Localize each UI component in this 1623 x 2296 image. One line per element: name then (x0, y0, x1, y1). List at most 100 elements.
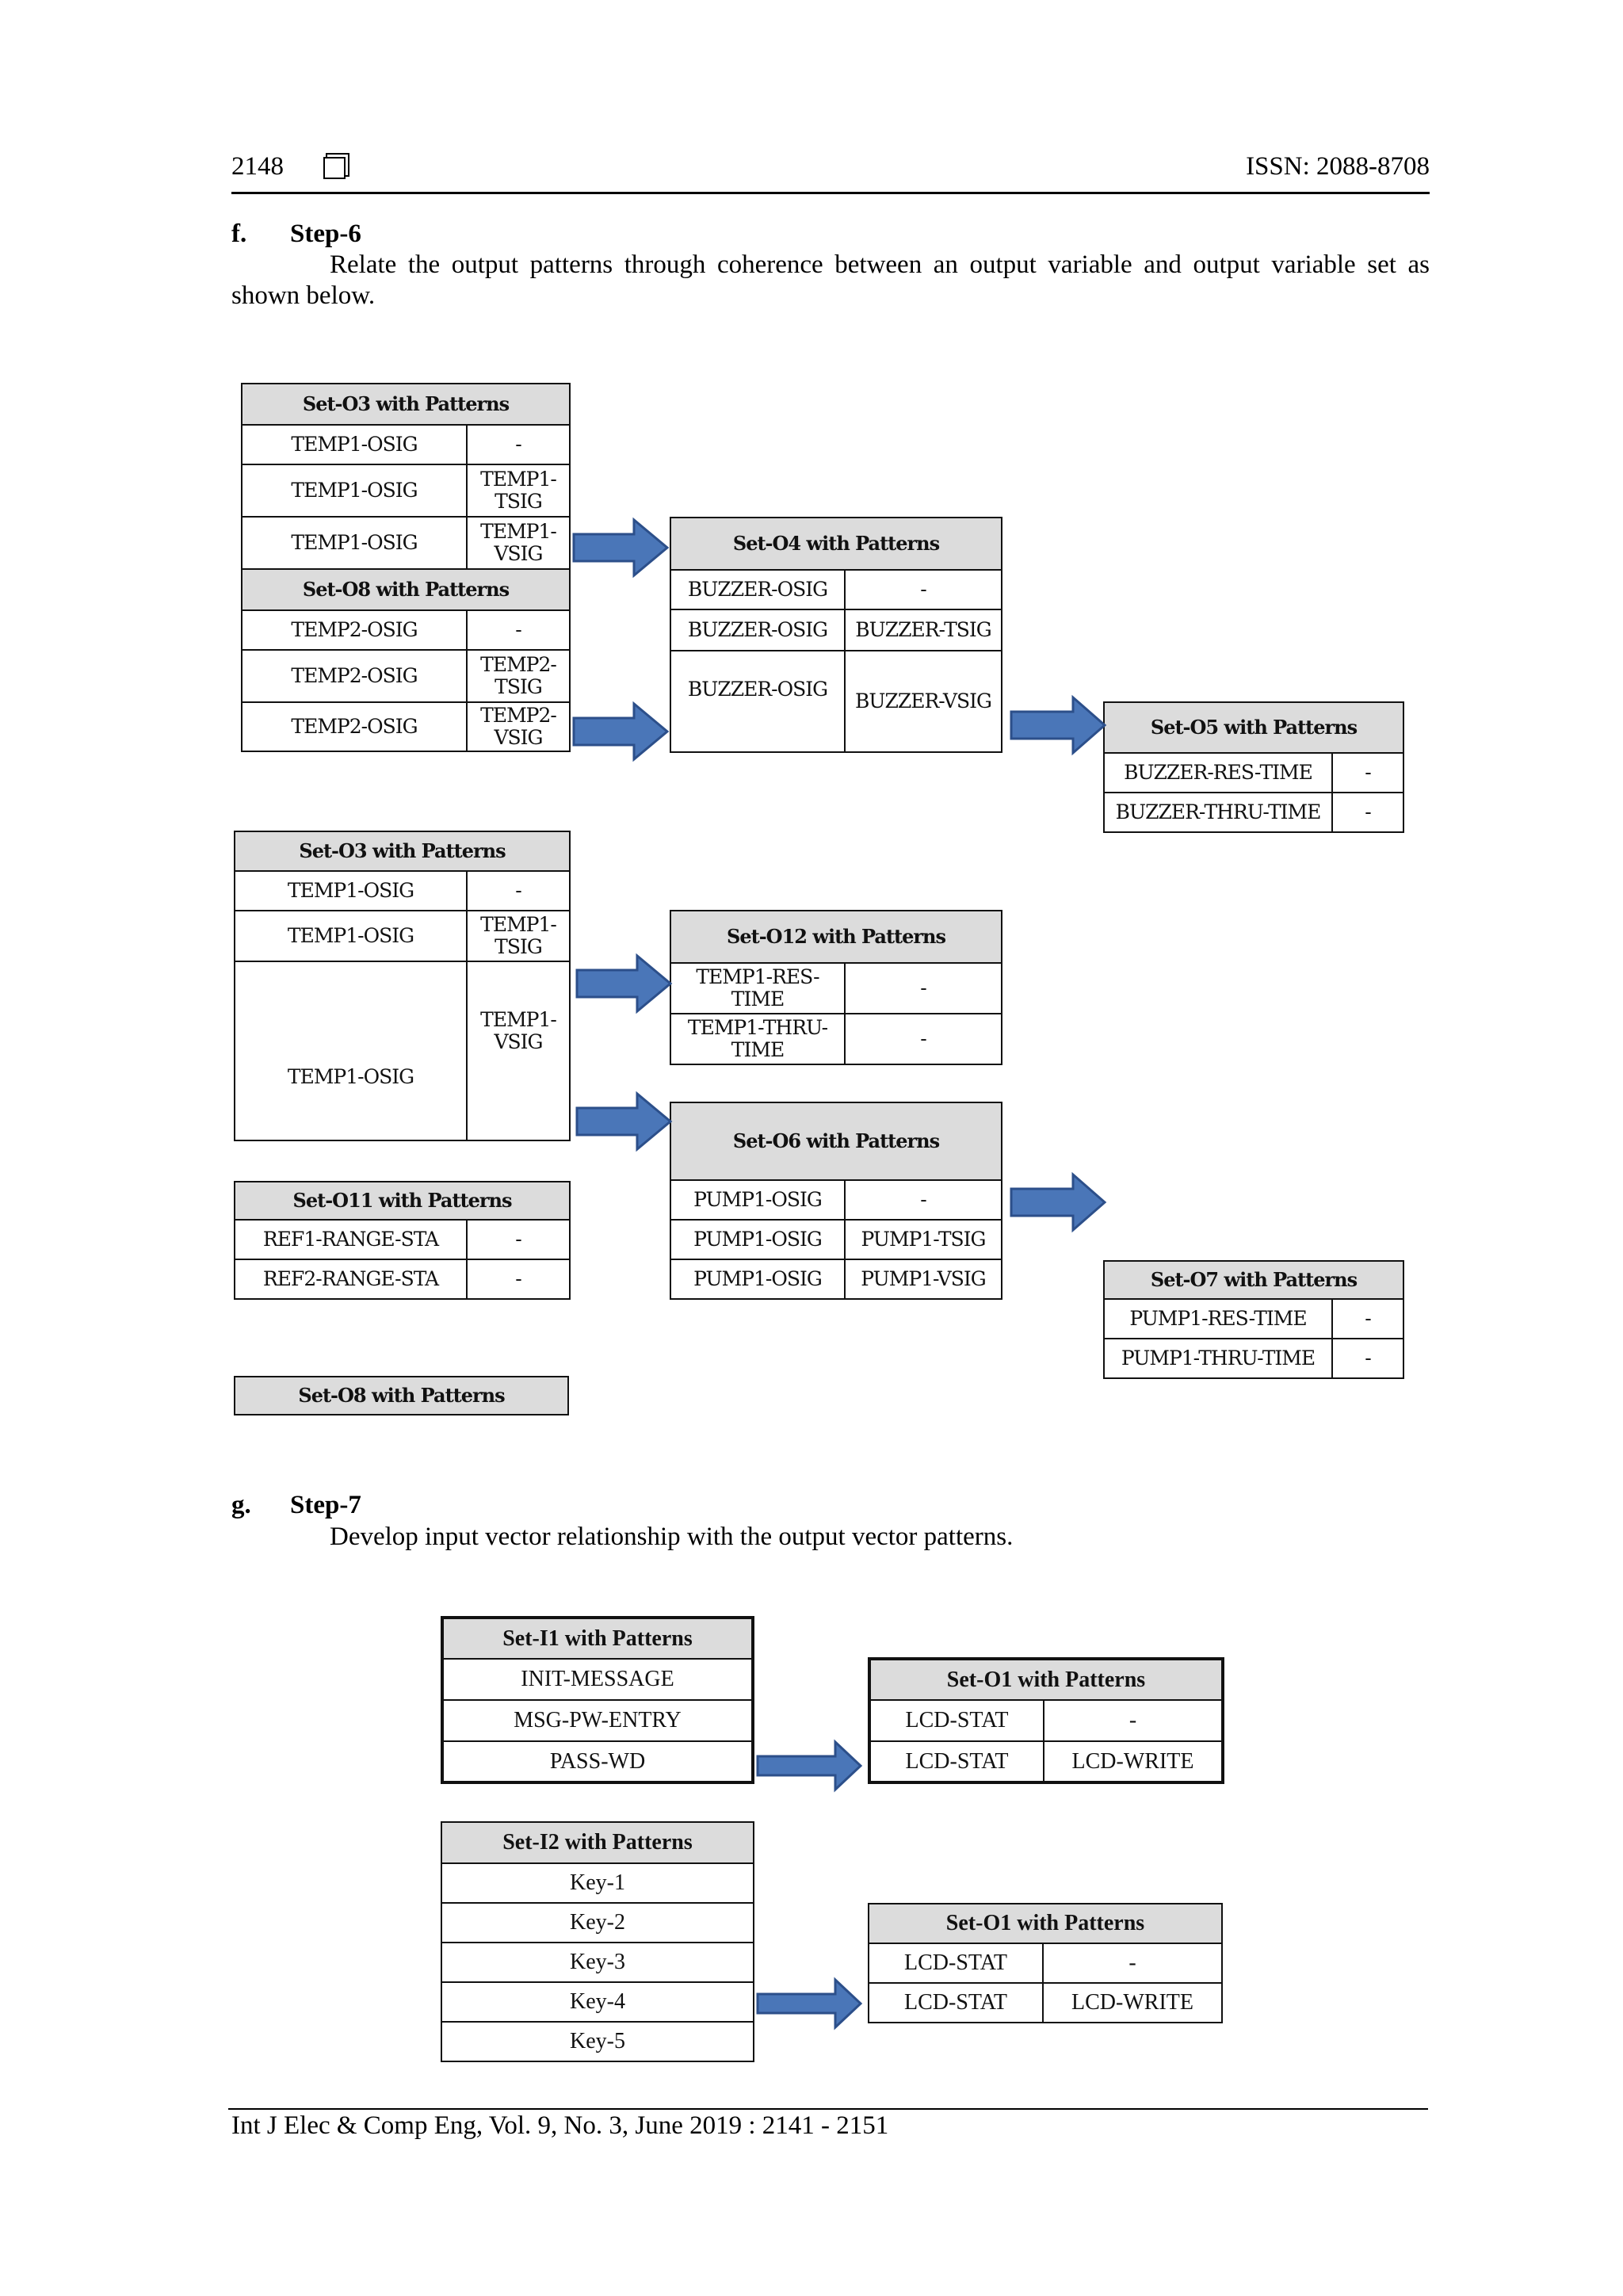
table-cell: PUMP1-RES-TIME (1103, 1298, 1333, 1339)
table-title: Set-O5 with Patterns (1103, 701, 1404, 754)
arrow-shape (575, 953, 673, 1014)
set-o7-table: Set-O7 with Patterns PUMP1-RES-TIME- PUM… (1103, 1260, 1404, 1379)
table-cell: - (466, 424, 571, 465)
table-cell: PASS-WD (441, 1740, 754, 1783)
table-cell: PUMP1-OSIG (670, 1259, 846, 1300)
table-cell: LCD-STAT (868, 1982, 1044, 2023)
table-cell: - (843, 962, 1003, 1014)
table-cell: TEMP1-OSIG (234, 870, 468, 911)
table-cell: - (1331, 1298, 1404, 1339)
table-cell: - (466, 870, 571, 911)
table-cell: REF2-RANGE-STA (234, 1259, 468, 1300)
table-cell: LCD-STAT (868, 1943, 1044, 1984)
table-cell: BUZZER-OSIG (670, 609, 846, 651)
table-title: Set-I1 with Patterns (441, 1617, 754, 1660)
table-title: Set-O1 with Patterns (869, 1658, 1224, 1701)
arrow-right-icon (756, 1739, 863, 1793)
table-cell: TEMP2-OSIG (241, 701, 468, 752)
table-cell: LCD-STAT (869, 1699, 1044, 1742)
table-cell: - (844, 569, 1002, 610)
table-title: Set-O1 with Patterns (868, 1903, 1223, 1944)
set-o8-top-table: Set-O8 with Patterns TEMP2-OSIG- TEMP2-O… (241, 568, 571, 752)
table-cell: LCD-WRITE (1042, 1982, 1223, 2023)
arrow-shape (575, 1091, 673, 1152)
table-title: Set-O8 with Patterns (234, 1376, 569, 1415)
table-cell: Key-3 (441, 1942, 754, 1983)
table-cell: - (1331, 1338, 1404, 1379)
set-o6-table: Set-O6 with Patterns PUMP1-OSIG- PUMP1-O… (670, 1102, 1002, 1300)
arrow-right-icon (1010, 694, 1107, 756)
arrow-shape (1010, 694, 1107, 756)
footer-citation: Int J Elec & Comp Eng, Vol. 9, No. 3, Ju… (231, 2111, 889, 2140)
table-cell: TEMP1-TSIG (466, 910, 571, 962)
arrow-right-icon (575, 1091, 673, 1152)
issn: ISSN: 2088-8708 (1246, 152, 1430, 181)
table-title: Set-O3 with Patterns (241, 383, 571, 426)
set-o12-table: Set-O12 with Patterns TEMP1-RES-TIME- TE… (669, 910, 1003, 1065)
table-cell: TEMP2-TSIG (466, 649, 571, 703)
table-cell: - (465, 1219, 571, 1260)
table-cell: Key-5 (441, 2021, 754, 2062)
table-cell: INIT-MESSAGE (441, 1658, 754, 1701)
arrow-right-icon (756, 1977, 863, 2030)
table-cell: REF1-RANGE-STA (234, 1219, 468, 1260)
table-cell: TEMP1-OSIG (241, 516, 468, 570)
table-title: Set-O6 with Patterns (670, 1102, 1002, 1181)
page-number: 2148 (231, 152, 284, 181)
table-cell: BUZZER-THRU-TIME (1103, 792, 1333, 833)
table-cell: TEMP1-THRU-TIME (670, 1013, 846, 1065)
table-cell: - (466, 609, 571, 651)
table-cell: TEMP1-RES-TIME (670, 962, 846, 1014)
table-title: Set-O7 with Patterns (1103, 1260, 1404, 1300)
table-cell: Key-4 (441, 1981, 754, 2023)
table-cell: - (1042, 1943, 1223, 1984)
table-cell: TEMP1-OSIG (234, 910, 468, 962)
header-rule (231, 192, 1430, 194)
step7-text: Develop input vector relationship with t… (330, 1522, 1014, 1551)
box-icon (323, 157, 346, 179)
arrow-right-icon (572, 517, 670, 579)
table-cell: Key-1 (441, 1862, 754, 1904)
step6-text: Relate the output patterns through coher… (231, 250, 1430, 310)
table-cell: PUMP1-THRU-TIME (1103, 1338, 1333, 1379)
table-cell: - (1043, 1699, 1224, 1742)
arrow-shape (756, 1977, 863, 2030)
table-title: Set-I2 with Patterns (441, 1821, 754, 1864)
table-cell: TEMP1-VSIG (466, 961, 571, 1141)
table-cell: MSG-PW-ENTRY (441, 1699, 754, 1742)
step6-title: Step-6 (290, 220, 361, 248)
table-cell: BUZZER-RES-TIME (1103, 752, 1333, 793)
set-o11-table: Set-O11 with Patterns REF1-RANGE-STA- RE… (233, 1181, 571, 1300)
set-o8-bottom-table: Set-O8 with Patterns (234, 1376, 569, 1415)
set-o3-mid-table: Set-O3 with Patterns TEMP1-OSIG- TEMP1-O… (234, 831, 571, 1141)
table-cell: - (844, 1179, 1002, 1221)
step6-marker: f. (231, 220, 247, 248)
table-title: Set-O8 with Patterns (241, 568, 571, 611)
table-cell: PUMP1-OSIG (670, 1219, 846, 1260)
arrow-right-icon (1010, 1171, 1107, 1233)
footer-rule (228, 2108, 1428, 2110)
step7-title: Step-7 (290, 1491, 361, 1519)
table-cell: PUMP1-OSIG (670, 1179, 846, 1221)
table-cell: BUZZER-OSIG (670, 569, 846, 610)
set-o4-table: Set-O4 with Patterns BUZZER-OSIG- BUZZER… (670, 517, 1002, 753)
table-cell: TEMP1-OSIG (241, 424, 468, 465)
arrow-shape (572, 517, 670, 579)
table-cell: - (465, 1259, 571, 1300)
table-cell: PUMP1-TSIG (844, 1219, 1002, 1260)
step7-marker: g. (231, 1491, 251, 1519)
table-title: Set-O12 with Patterns (669, 910, 1003, 964)
table-cell: TEMP1-VSIG (466, 516, 571, 570)
table-title: Set-O3 with Patterns (234, 831, 571, 872)
table-cell: Key-2 (441, 1902, 754, 1943)
table-cell: PUMP1-VSIG (844, 1259, 1002, 1300)
arrow-right-icon (572, 701, 670, 762)
arrow-shape (572, 701, 670, 762)
table-cell: - (843, 1013, 1003, 1065)
table-cell: TEMP1-OSIG (241, 464, 468, 518)
arrow-shape (756, 1739, 863, 1793)
arrow-right-icon (575, 953, 673, 1014)
table-cell: LCD-WRITE (1043, 1740, 1224, 1783)
